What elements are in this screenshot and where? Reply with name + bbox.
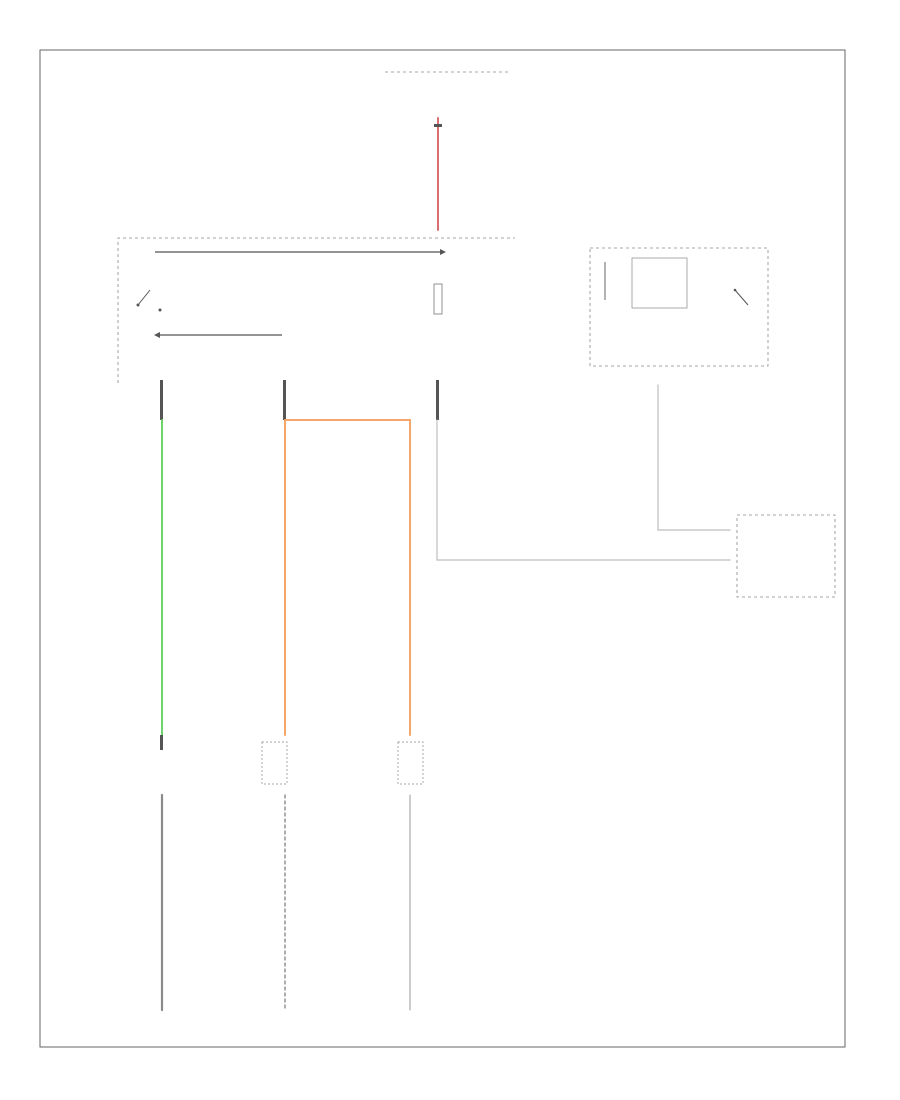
module-to-connector-wire [657,384,731,531]
switch-bar-arrow [440,249,446,255]
connector-right-stub [436,380,439,420]
diagram-border [39,49,846,1048]
gray-signal-wire [436,419,731,561]
orange-wire [284,419,411,736]
right-module-box [589,247,769,367]
right-sensor [397,741,424,785]
left-sensor [160,735,163,750]
connector-left-stub [160,380,163,420]
switch-housing-outline [117,237,515,383]
connector-red-top [434,124,442,127]
right-module-inner [604,257,749,309]
mid-sensor [261,741,288,785]
center-switch-symbol [136,289,162,312]
right-connector-block [736,514,836,598]
switch-lower-arrow [154,332,160,338]
connector-mid-stub [283,380,286,420]
center-switch-body [433,283,443,315]
